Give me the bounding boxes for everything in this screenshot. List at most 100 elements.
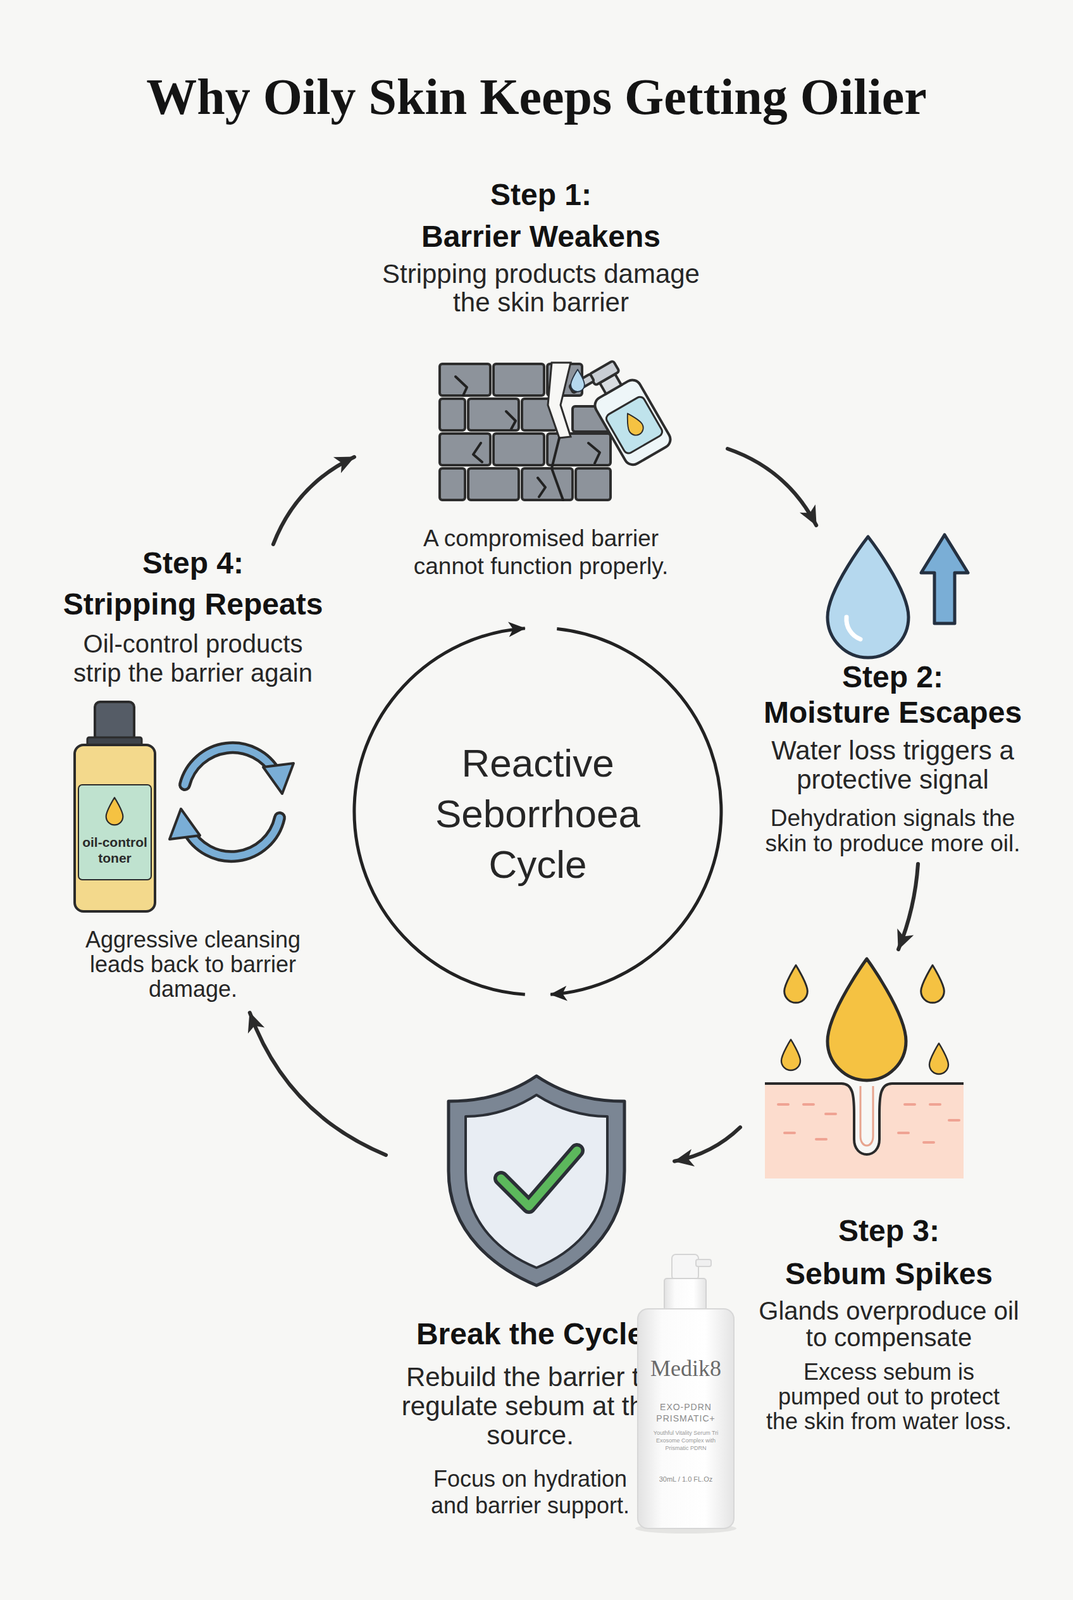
recycle-arrows-icon bbox=[169, 747, 294, 856]
step-body: Oil-control products strip the barrier a… bbox=[63, 628, 323, 688]
toner-bottle-icon bbox=[106, 797, 124, 825]
bottle-label: oil-control toner bbox=[74, 833, 156, 866]
brick-wall-icon bbox=[439, 468, 466, 500]
flow-arrow bbox=[727, 448, 817, 526]
pump-bottle-icon bbox=[604, 394, 665, 455]
brick-wall-icon bbox=[588, 442, 600, 464]
solution-note: Focus on hydration and barrier support. bbox=[416, 1465, 645, 1519]
cycle-circle: Reactive Seborrhoea Cycle bbox=[349, 622, 727, 1000]
step-note: Dehydration signals the skin to produce … bbox=[753, 805, 1032, 856]
sebum-gland-icon bbox=[784, 964, 808, 1003]
brick-wall-icon bbox=[547, 363, 583, 396]
shield-icon bbox=[501, 1150, 577, 1206]
sebum-gland-icon bbox=[904, 1102, 915, 1106]
toner-bottle-icon bbox=[74, 744, 156, 912]
step-heading: Stripping Repeats bbox=[44, 586, 342, 622]
brick-wall-icon bbox=[547, 433, 611, 466]
sebum-gland-icon bbox=[764, 958, 964, 1179]
brick-wall-icon bbox=[521, 468, 573, 500]
brick-wall-icon bbox=[575, 468, 611, 500]
shield-icon bbox=[448, 1075, 625, 1285]
brick-wall-icon bbox=[547, 362, 571, 438]
water-drop-icon bbox=[846, 616, 861, 639]
brick-wall-icon bbox=[439, 433, 491, 466]
serum-bottle bbox=[671, 1253, 699, 1280]
step-body: Stripping products damage the skin barri… bbox=[370, 259, 712, 317]
brick-wall-icon bbox=[493, 433, 545, 466]
water-drop-icon bbox=[921, 534, 968, 624]
sebum-gland-icon bbox=[930, 1102, 941, 1106]
sebum-gland-icon bbox=[825, 1112, 836, 1115]
solution-heading: Break the Cycle bbox=[385, 1314, 675, 1353]
step-heading: Sebum Spikes bbox=[740, 1255, 1038, 1292]
sebum-gland-icon bbox=[781, 1038, 801, 1070]
solution-body: Rebuild the barrier to regulate sebum at… bbox=[387, 1362, 673, 1450]
falling-drop bbox=[570, 369, 585, 392]
sebum-gland-icon bbox=[898, 1131, 909, 1134]
sebum-gland-icon bbox=[803, 1102, 814, 1106]
sebum-gland-icon bbox=[764, 1083, 964, 1154]
water-drop-icon bbox=[827, 534, 968, 658]
solution-group: Break the CycleRebuild the barrier to re… bbox=[385, 1069, 675, 1519]
toner-bottle-icon bbox=[87, 737, 142, 746]
sebum-gland-icon bbox=[778, 1102, 789, 1106]
step-group: Step 2:Moisture EscapesWater loss trigge… bbox=[744, 525, 1042, 864]
step-number: Step 4: bbox=[47, 544, 339, 583]
pump-bottle-icon bbox=[591, 376, 674, 468]
brick-wall-icon bbox=[439, 398, 466, 431]
sebum-gland-icon bbox=[764, 1083, 964, 1179]
step-heading: Barrier Weakens bbox=[363, 218, 719, 255]
shield-icon bbox=[448, 1075, 625, 1285]
brick-wall-icon bbox=[468, 398, 519, 431]
brick-wall-icon bbox=[455, 376, 467, 396]
step-heading: Moisture Escapes bbox=[744, 694, 1042, 731]
brick-wall-icon bbox=[572, 406, 611, 432]
sebum-gland-icon bbox=[816, 1137, 827, 1141]
step-group: Step 3:Sebum SpikesGlands overproduce oi… bbox=[740, 948, 1038, 1449]
sebum-gland-icon bbox=[827, 958, 906, 1080]
brick-wall-icon bbox=[551, 437, 564, 500]
sebum-gland-icon bbox=[784, 1131, 795, 1134]
brick-wall-icon bbox=[506, 411, 516, 429]
recycle-arrows-icon bbox=[263, 762, 294, 794]
pump-bottle-icon bbox=[569, 354, 674, 474]
brand-name: Medik8 bbox=[638, 1353, 733, 1382]
brick-wall-icon bbox=[439, 362, 611, 500]
pump-bottle-icon bbox=[589, 360, 620, 386]
step-number: Step 1: bbox=[382, 177, 700, 213]
serum-bottle bbox=[635, 1522, 737, 1533]
step-group: Step 1: Barrier WeakensStripping products… bbox=[354, 177, 728, 589]
water-drop-icon bbox=[827, 536, 909, 658]
brick-wall-icon bbox=[493, 363, 545, 396]
brick-wall-icon bbox=[537, 477, 546, 497]
flow-arrow bbox=[249, 1012, 386, 1155]
product-description: Youthful Vitality Serum Tri Exosome Comp… bbox=[647, 1428, 724, 1452]
cycle-label: Reactive Seborrhoea Cycle bbox=[404, 737, 671, 890]
step-number: Step 2: bbox=[747, 659, 1039, 695]
sebum-gland-icon bbox=[929, 1042, 949, 1074]
brick-wall-icon bbox=[439, 363, 611, 500]
recycle-arrows-icon bbox=[187, 817, 280, 856]
product-name: EXO-PDRN PRISMATIC+ bbox=[647, 1400, 724, 1424]
flow-arrow bbox=[674, 1126, 741, 1161]
flow-arrow bbox=[273, 456, 355, 545]
sebum-gland-icon bbox=[921, 964, 945, 1003]
volume-label: 30mL / 1.0 FL.Oz bbox=[644, 1474, 728, 1483]
step-note: Excess sebum is pumped out to protect th… bbox=[762, 1358, 1016, 1433]
serum-bottle bbox=[664, 1277, 707, 1310]
diagram-title: Why Oily Skin Keeps Getting Oilier bbox=[0, 65, 1073, 129]
pump-bottle-icon bbox=[621, 409, 646, 438]
toner-bottle-icon bbox=[74, 701, 156, 912]
sebum-gland-icon bbox=[860, 1085, 874, 1146]
step-note: A compromised barrier cannot function pr… bbox=[389, 524, 693, 581]
pump-bottle-icon bbox=[599, 373, 622, 394]
brick-wall-icon bbox=[439, 363, 491, 396]
recycle-arrows-icon bbox=[187, 817, 280, 856]
step-body: Glands overproduce oil to compensate bbox=[752, 1296, 1025, 1351]
pump-bottle-icon bbox=[569, 373, 595, 393]
serum-bottle bbox=[695, 1259, 712, 1266]
step-note: Aggressive cleansing leads back to barri… bbox=[75, 926, 311, 1001]
step-body: Water loss triggers a protective signal bbox=[753, 735, 1032, 794]
sebum-gland-icon bbox=[778, 1104, 960, 1142]
